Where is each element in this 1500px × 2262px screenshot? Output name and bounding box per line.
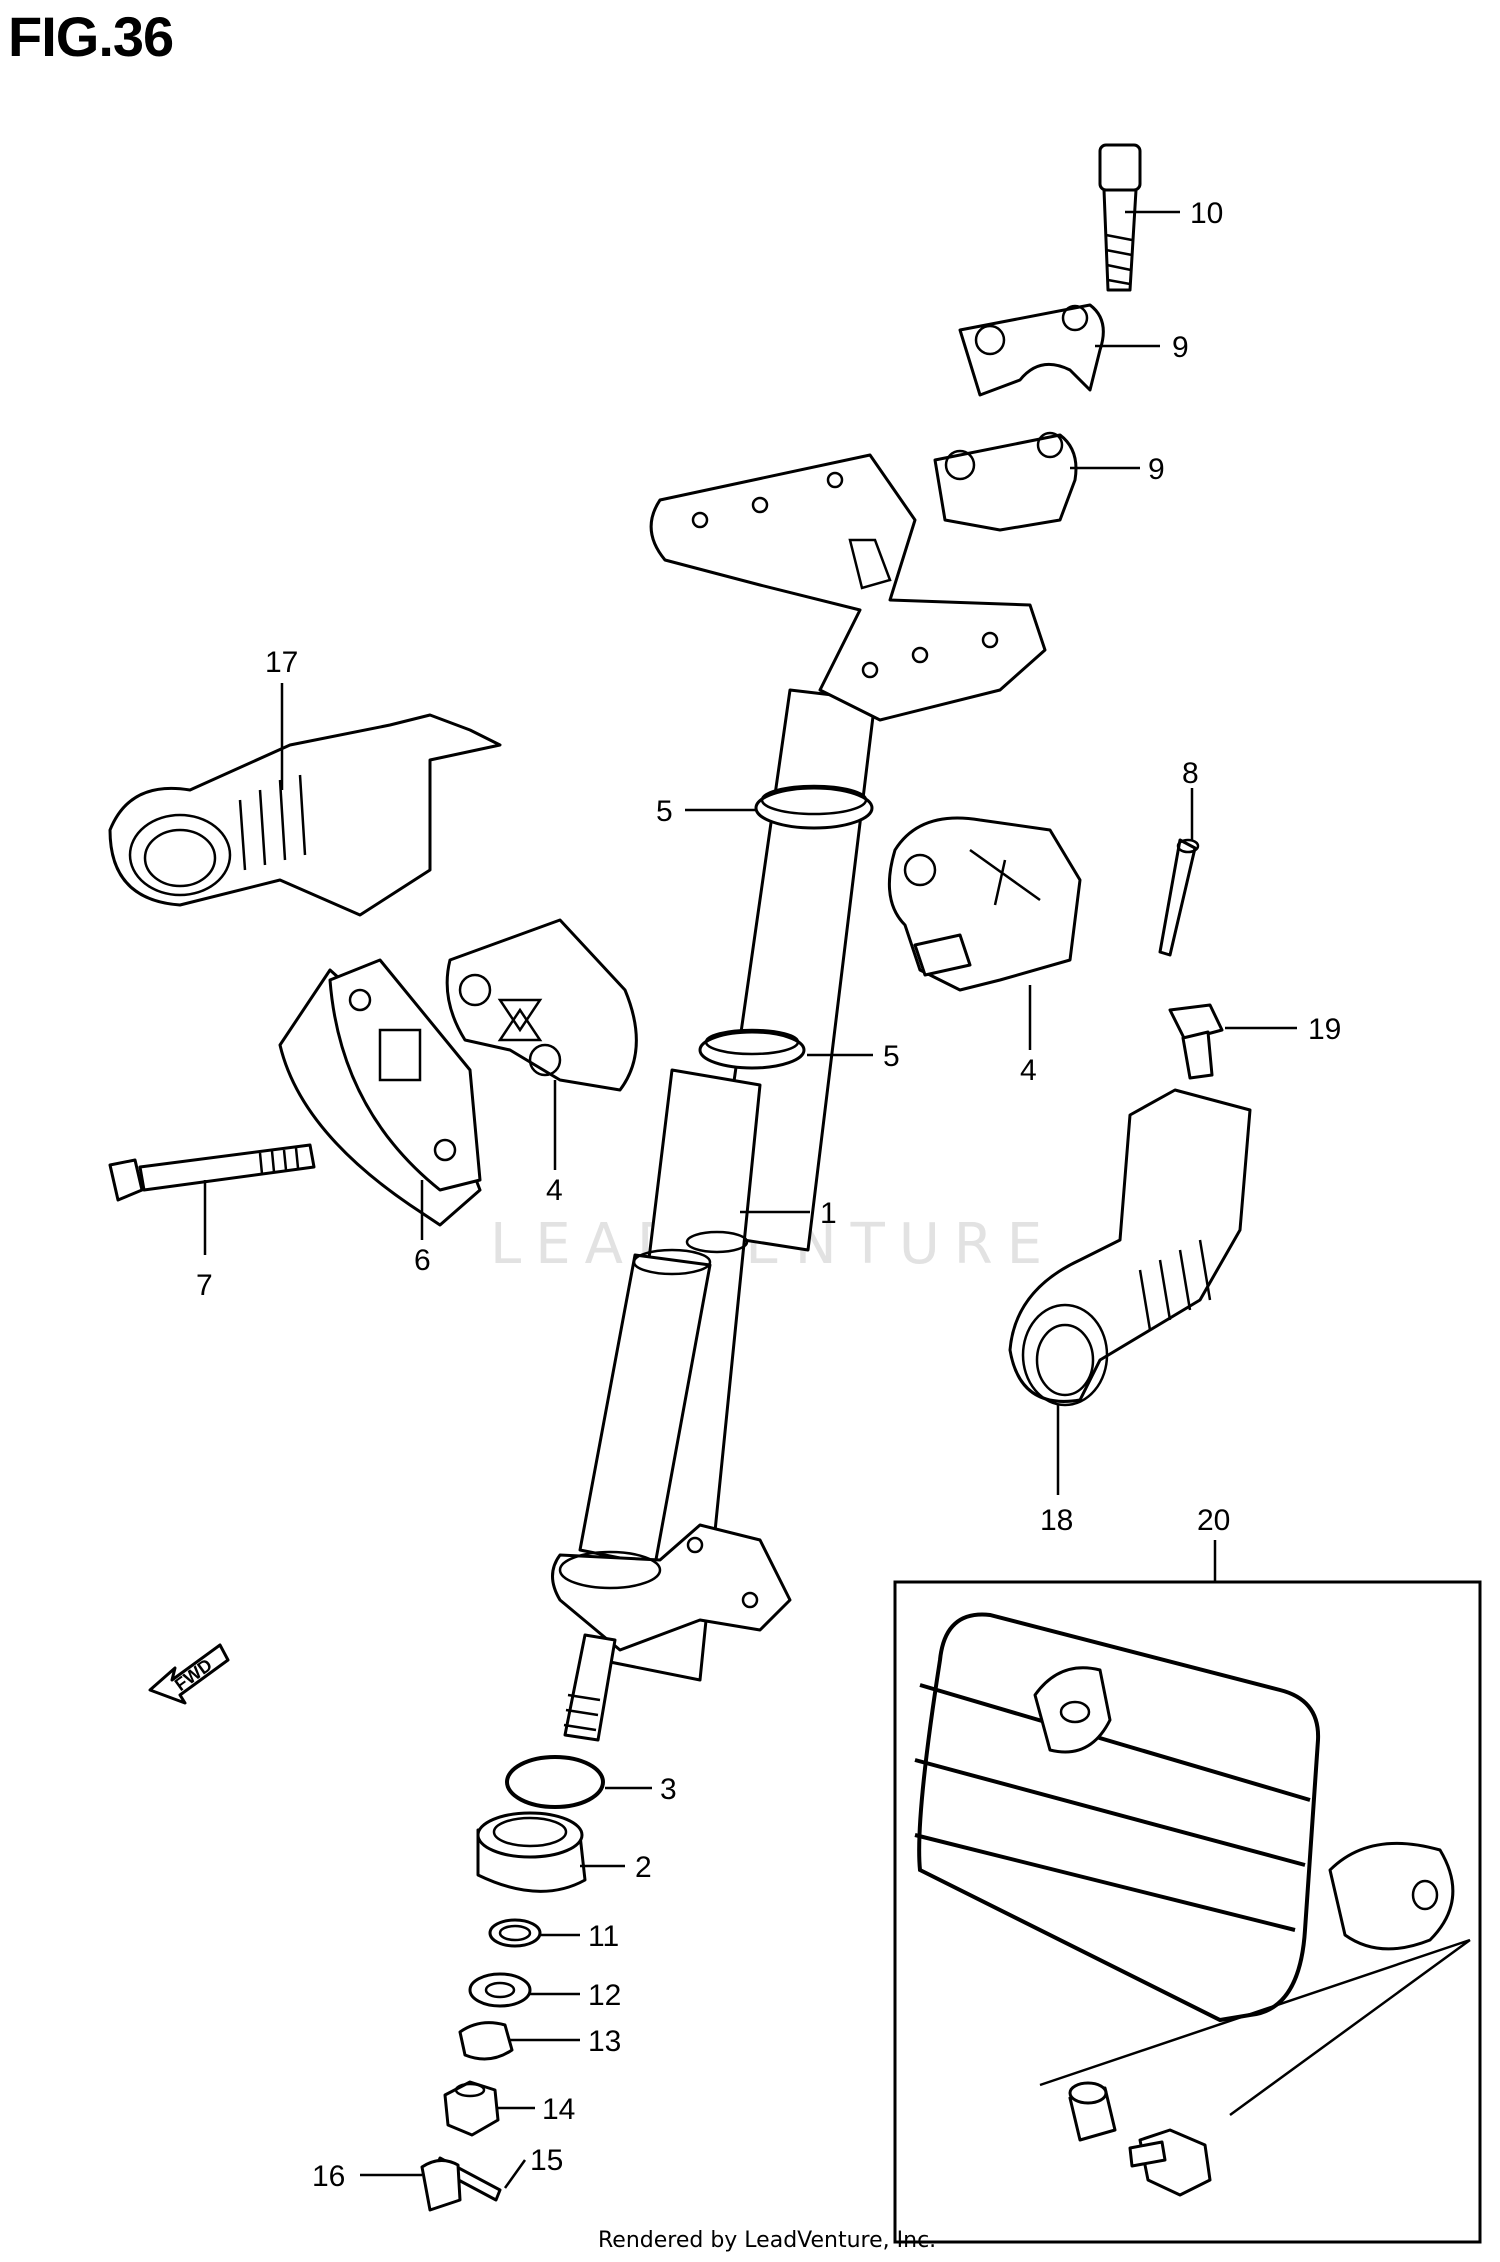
callout-18: 18: [1040, 1504, 1073, 1537]
callout-3: 3: [660, 1773, 677, 1806]
callout-17: 17: [265, 646, 298, 679]
callout-5-lower: 5: [883, 1040, 900, 1073]
bolt-part-19: [1168, 1003, 1224, 1080]
long-bolt-part-7: [108, 1143, 316, 1202]
clamp-part-4-left: [445, 918, 638, 1092]
guard-assembly-box-part-20: [893, 1580, 1482, 2244]
callout-1: 1: [820, 1197, 837, 1230]
steering-shaft-part-1: [551, 453, 1047, 1742]
washer-part-13: [458, 2021, 514, 2061]
forward-direction-arrow: FWD: [148, 1643, 230, 1705]
callout-12: 12: [588, 1979, 621, 2012]
mounting-plate-part-6: [278, 958, 482, 1227]
callout-2: 2: [635, 1851, 652, 1884]
seal-part-5-upper: [754, 786, 874, 830]
callout-4-left: 4: [546, 1174, 563, 1207]
callout-11: 11: [588, 1920, 619, 1953]
nut-part-14: [443, 2080, 500, 2137]
callout-19: 19: [1308, 1013, 1341, 1046]
callout-9-lower: 9: [1148, 453, 1165, 486]
callout-4-right: 4: [1020, 1054, 1037, 1087]
washer-part-11: [488, 1918, 542, 1948]
guard-frame-part-20: [914, 1612, 1471, 2197]
callout-7: 7: [196, 1269, 213, 1302]
bushing-part-2: [476, 1811, 587, 1893]
washer-part-12: [468, 1972, 532, 2008]
cotter-pin-part-8: [1158, 838, 1197, 957]
bolt-part-16: [420, 2159, 462, 2212]
clamp-part-4-right: [887, 816, 1082, 992]
callout-15: 15: [530, 2144, 563, 2177]
callout-20: 20: [1197, 1504, 1230, 1537]
callout-9-upper: 9: [1172, 331, 1189, 364]
seal-part-5-lower: [698, 1030, 806, 1070]
bolt-part-10: [1098, 143, 1142, 292]
callout-6: 6: [414, 1244, 431, 1277]
callout-10: 10: [1190, 197, 1223, 230]
figure-title: FIG.36: [8, 5, 174, 68]
callout-14: 14: [542, 2093, 575, 2126]
callout-8: 8: [1182, 757, 1199, 790]
handlebar-holder-part-9-lower: [933, 433, 1078, 532]
guard-bracket-part-18: [1008, 1088, 1252, 1407]
footer-credit: Rendered by LeadVenture, Inc.: [598, 2228, 937, 2253]
callout-5-upper: 5: [656, 795, 673, 828]
callout-13: 13: [588, 2025, 621, 2058]
callout-16: 16: [312, 2160, 345, 2193]
snap-ring-part-3: [505, 1755, 605, 1809]
guard-bracket-part-17: [108, 713, 502, 917]
